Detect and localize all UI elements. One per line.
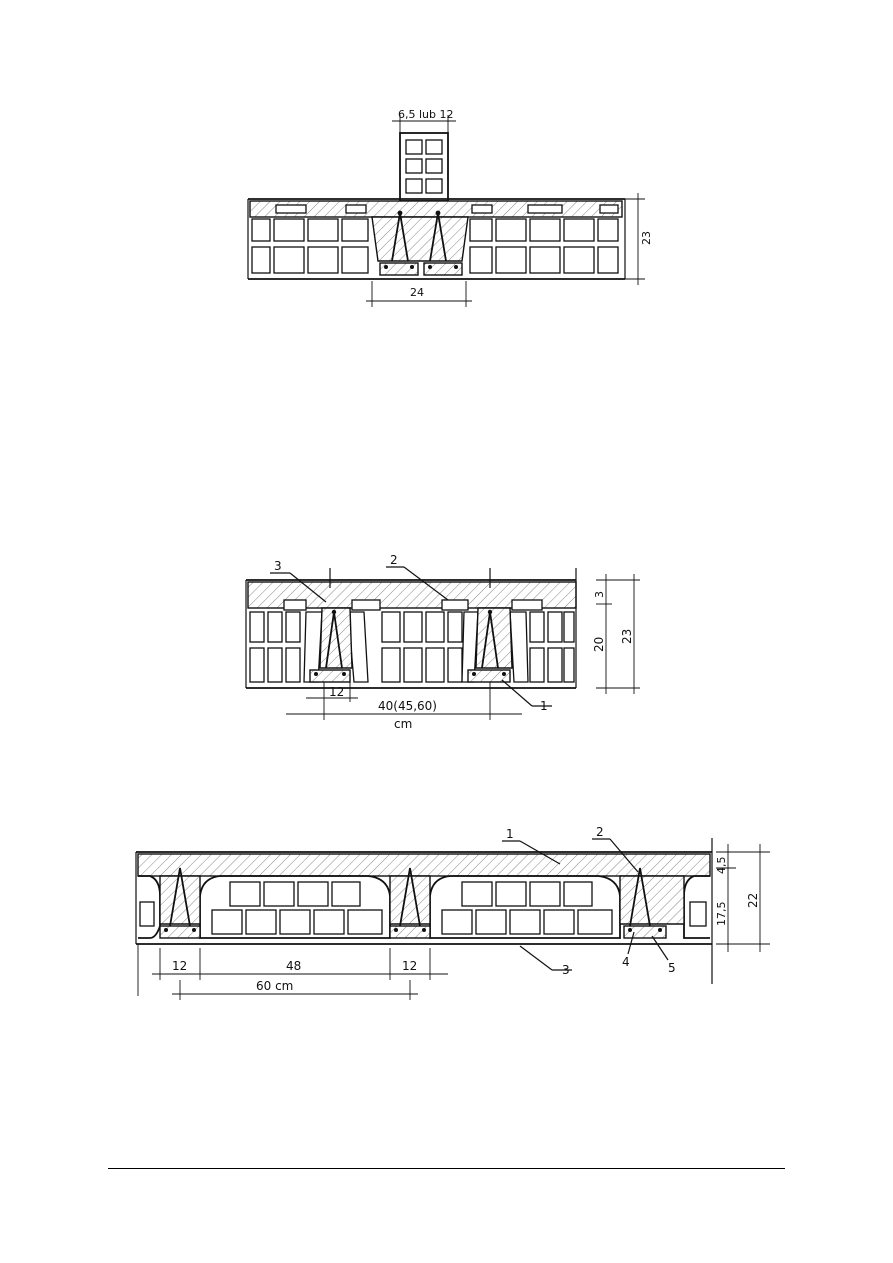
rib-right bbox=[467, 568, 513, 683]
dim-23: 23 bbox=[620, 629, 634, 644]
footer-rule bbox=[108, 1168, 785, 1169]
horizontal-dimensions: 12 48 12 60 cm bbox=[137, 944, 448, 1000]
callout-2: 2 bbox=[390, 553, 398, 567]
callout-4: 4 bbox=[622, 955, 630, 969]
callout-2: 2 bbox=[596, 825, 604, 839]
callout-1: 1 bbox=[506, 827, 514, 841]
hollow-block-right-partial bbox=[683, 875, 710, 939]
top-dim-label: 6,5 lub 12 bbox=[398, 108, 454, 121]
hollow-blocks bbox=[249, 599, 575, 683]
dim-20: 20 bbox=[592, 637, 606, 652]
wall-block bbox=[399, 132, 449, 202]
rib-double bbox=[371, 210, 469, 276]
rib-1 bbox=[159, 867, 201, 939]
dim-span: 40(45,60) bbox=[378, 699, 437, 713]
hollow-blocks-right bbox=[469, 204, 619, 274]
dim-48: 48 bbox=[286, 959, 301, 973]
rib-3 bbox=[619, 867, 685, 939]
slab-body bbox=[245, 568, 577, 689]
top-dimension-line: 6,5 lub 12 bbox=[392, 108, 456, 133]
slab-body bbox=[247, 198, 626, 280]
slab-body bbox=[135, 838, 713, 984]
hollow-block-left-partial bbox=[138, 875, 161, 939]
dim-3: 3 bbox=[593, 591, 606, 598]
dim-60-cm: 60 cm bbox=[256, 979, 293, 993]
hollow-blocks-left bbox=[251, 204, 369, 274]
dim-4-5: 4,5 bbox=[715, 857, 728, 875]
height-dimension: 23 bbox=[625, 193, 653, 285]
horizontal-dimensions: 12 40(45,60) cm bbox=[286, 682, 522, 731]
dim-12: 12 bbox=[329, 685, 344, 699]
figure-3-slab-section: 1 2 3 4 5 4,5 17,5 22 12 48 12 60 cm bbox=[135, 825, 770, 1000]
dim-22: 22 bbox=[746, 893, 760, 908]
rib-left bbox=[309, 607, 353, 683]
dim-12-left: 12 bbox=[172, 959, 187, 973]
dim-17-5: 17,5 bbox=[715, 902, 728, 927]
hollow-block-2 bbox=[429, 875, 621, 939]
vertical-dimensions: 3 20 23 bbox=[592, 574, 640, 694]
height-dim-label: 23 bbox=[640, 231, 653, 245]
rib-pair-dim-label: 24 bbox=[410, 286, 424, 299]
callout-3: 3 bbox=[274, 559, 282, 573]
callout-5: 5 bbox=[668, 961, 676, 975]
callouts: 3 2 1 bbox=[270, 553, 552, 713]
dim-12-right: 12 bbox=[402, 959, 417, 973]
figure-1-slab-section-with-wall: 6,5 lub 12 23 bbox=[247, 108, 653, 307]
hollow-block-1 bbox=[199, 875, 391, 939]
callouts: 1 2 3 4 5 bbox=[502, 825, 676, 977]
rib-2 bbox=[389, 867, 431, 939]
figure-2-slab-section: 3 2 1 3 20 23 12 40(45,60) cm bbox=[245, 553, 640, 731]
rib-pair-dimension: 24 bbox=[366, 281, 472, 307]
vertical-dimensions: 4,5 17,5 22 bbox=[715, 844, 770, 952]
unit-label: cm bbox=[394, 717, 412, 731]
